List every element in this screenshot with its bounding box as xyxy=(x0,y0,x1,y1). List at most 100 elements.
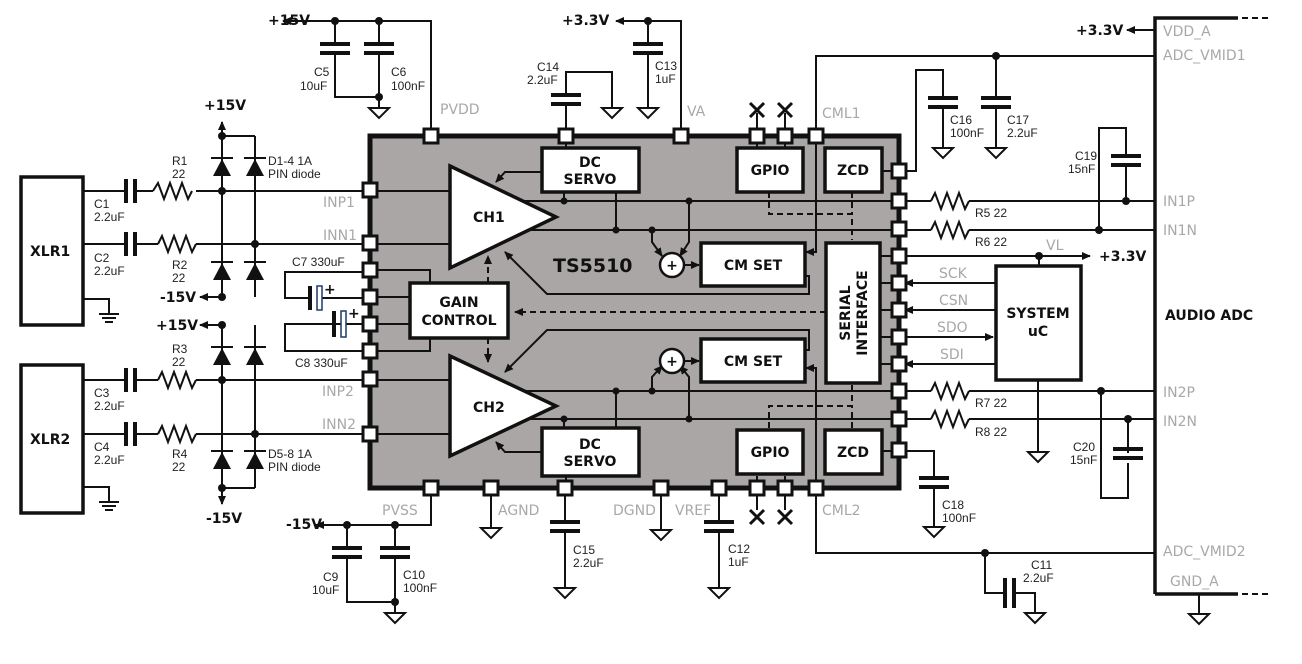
chip-pin xyxy=(361,261,379,279)
ground-symbol xyxy=(706,587,732,600)
r8-label: R8 22 xyxy=(975,425,1007,439)
svg-text:DC: DC xyxy=(579,155,601,171)
diode-d7 xyxy=(211,450,233,469)
rail-p15-d2: +15V xyxy=(156,318,198,334)
svg-text:+: + xyxy=(348,306,360,322)
diode-d6 xyxy=(244,346,266,365)
chip-pin xyxy=(361,288,379,306)
summer-1: + xyxy=(658,251,686,279)
adc-pin-in1p: IN1P xyxy=(1163,194,1195,210)
svg-text:CM SET: CM SET xyxy=(724,354,783,370)
chip-pin xyxy=(807,127,825,145)
c17-value: 2.2uF xyxy=(1007,126,1038,140)
r5-label: R5 22 xyxy=(975,206,1007,220)
diode-d2 xyxy=(244,157,266,176)
rail-p33-top: +3.3V xyxy=(562,13,610,29)
c12-label: C12 xyxy=(728,542,750,556)
d58-label: D5-8 1A xyxy=(268,447,312,461)
xlr2-connector: XLR2 xyxy=(19,363,85,515)
chip-pin xyxy=(776,127,794,145)
svg-text:SERVO: SERVO xyxy=(564,172,617,188)
diode-d4 xyxy=(244,261,266,280)
pin-label-inn1: INN1 xyxy=(323,228,357,244)
ground-symbol xyxy=(99,313,119,323)
no-connect-icon xyxy=(776,508,794,526)
chip-pin xyxy=(556,479,574,497)
chip-pin xyxy=(361,425,379,443)
diode-d3 xyxy=(211,261,233,280)
pin-label-cml1: CML1 xyxy=(822,106,861,122)
chip-pin xyxy=(361,370,379,388)
c7-label: C7 330uF xyxy=(292,255,345,269)
pin-label-inn2: INN2 xyxy=(322,417,356,433)
c18-label: C18 xyxy=(942,498,964,512)
dc-servo-2-block: DC SERVO xyxy=(540,426,641,478)
rail-m15-d2: -15V xyxy=(206,511,242,527)
chip-pin xyxy=(422,479,440,497)
r4-value: 22 xyxy=(172,460,186,474)
c17-label: C17 xyxy=(1007,113,1029,127)
r6-label: R6 22 xyxy=(975,235,1007,249)
zcd-2-block: ZCD xyxy=(823,428,884,476)
c2-value: 2.2uF xyxy=(94,264,125,278)
pin-label-inp1: INP1 xyxy=(323,195,355,211)
cm-set-2-block: CM SET xyxy=(699,337,807,384)
r4-label: R4 xyxy=(172,447,188,461)
ground-symbol xyxy=(1022,612,1048,625)
xlr1-connector: XLR1 xyxy=(19,175,85,327)
svg-text:GAIN: GAIN xyxy=(439,295,478,311)
c20-label: C20 xyxy=(1073,440,1095,454)
no-connect-icon xyxy=(776,101,794,119)
r1-value: 22 xyxy=(172,167,186,181)
rail-m15-bot: -15V xyxy=(286,517,322,533)
ground-symbol xyxy=(1025,451,1051,464)
chip-pin xyxy=(748,127,766,145)
chip-pin xyxy=(890,328,908,346)
c3-label: C3 xyxy=(94,386,110,400)
ground-symbol xyxy=(366,107,392,120)
svg-text:uC: uC xyxy=(1028,324,1048,340)
r3-label: R3 xyxy=(172,342,188,356)
ground-symbol xyxy=(921,526,947,539)
chip-pin xyxy=(890,301,908,319)
ground-symbol xyxy=(599,107,625,120)
svg-text:GPIO: GPIO xyxy=(751,163,790,179)
adc-pin-vmid2: ADC_VMID2 xyxy=(1163,544,1246,560)
chip-pin xyxy=(672,127,690,145)
diode-d1 xyxy=(211,157,233,176)
ground-symbol xyxy=(648,529,674,542)
svg-text:DC: DC xyxy=(579,437,601,453)
chip-pin xyxy=(748,479,766,497)
ground-symbol xyxy=(983,147,1009,160)
svg-text:INTERFACE: INTERFACE xyxy=(855,270,871,355)
c14-label: C14 xyxy=(537,60,559,74)
svg-text:XLR2: XLR2 xyxy=(30,432,70,448)
svg-text:SERIAL: SERIAL xyxy=(838,285,854,340)
c9-label: C9 xyxy=(323,570,339,584)
c3-value: 2.2uF xyxy=(94,399,125,413)
c6-value: 100nF xyxy=(391,79,425,93)
ch2-amplifier: CH2 xyxy=(448,353,561,459)
svg-text:XLR1: XLR1 xyxy=(30,244,70,260)
chip-pin xyxy=(890,441,908,459)
pin-label-sck: SCK xyxy=(939,266,968,282)
diode-d8 xyxy=(244,450,266,469)
zcd-1-block: ZCD xyxy=(823,146,884,194)
chip-pin xyxy=(890,220,908,238)
c18-value: 100nF xyxy=(942,511,976,525)
d14-label: D1-4 1A xyxy=(268,154,312,168)
chip-pin xyxy=(776,479,794,497)
r3-value: 22 xyxy=(172,355,186,369)
r2-value: 22 xyxy=(172,271,186,285)
c12-value: 1uF xyxy=(728,555,749,569)
chip-pin xyxy=(557,127,575,145)
c16-label: C16 xyxy=(950,113,972,127)
adc-pin-in2p: IN2P xyxy=(1163,385,1195,401)
svg-text:SERVO: SERVO xyxy=(564,454,617,470)
svg-text:+: + xyxy=(324,282,336,298)
c19-value: 15nF xyxy=(1068,162,1095,176)
c13-label: C13 xyxy=(655,59,677,73)
gpio-1-block: GPIO xyxy=(735,146,805,194)
rail-p33-adc: +3.3V xyxy=(1076,23,1124,39)
chip-pin xyxy=(890,382,908,400)
